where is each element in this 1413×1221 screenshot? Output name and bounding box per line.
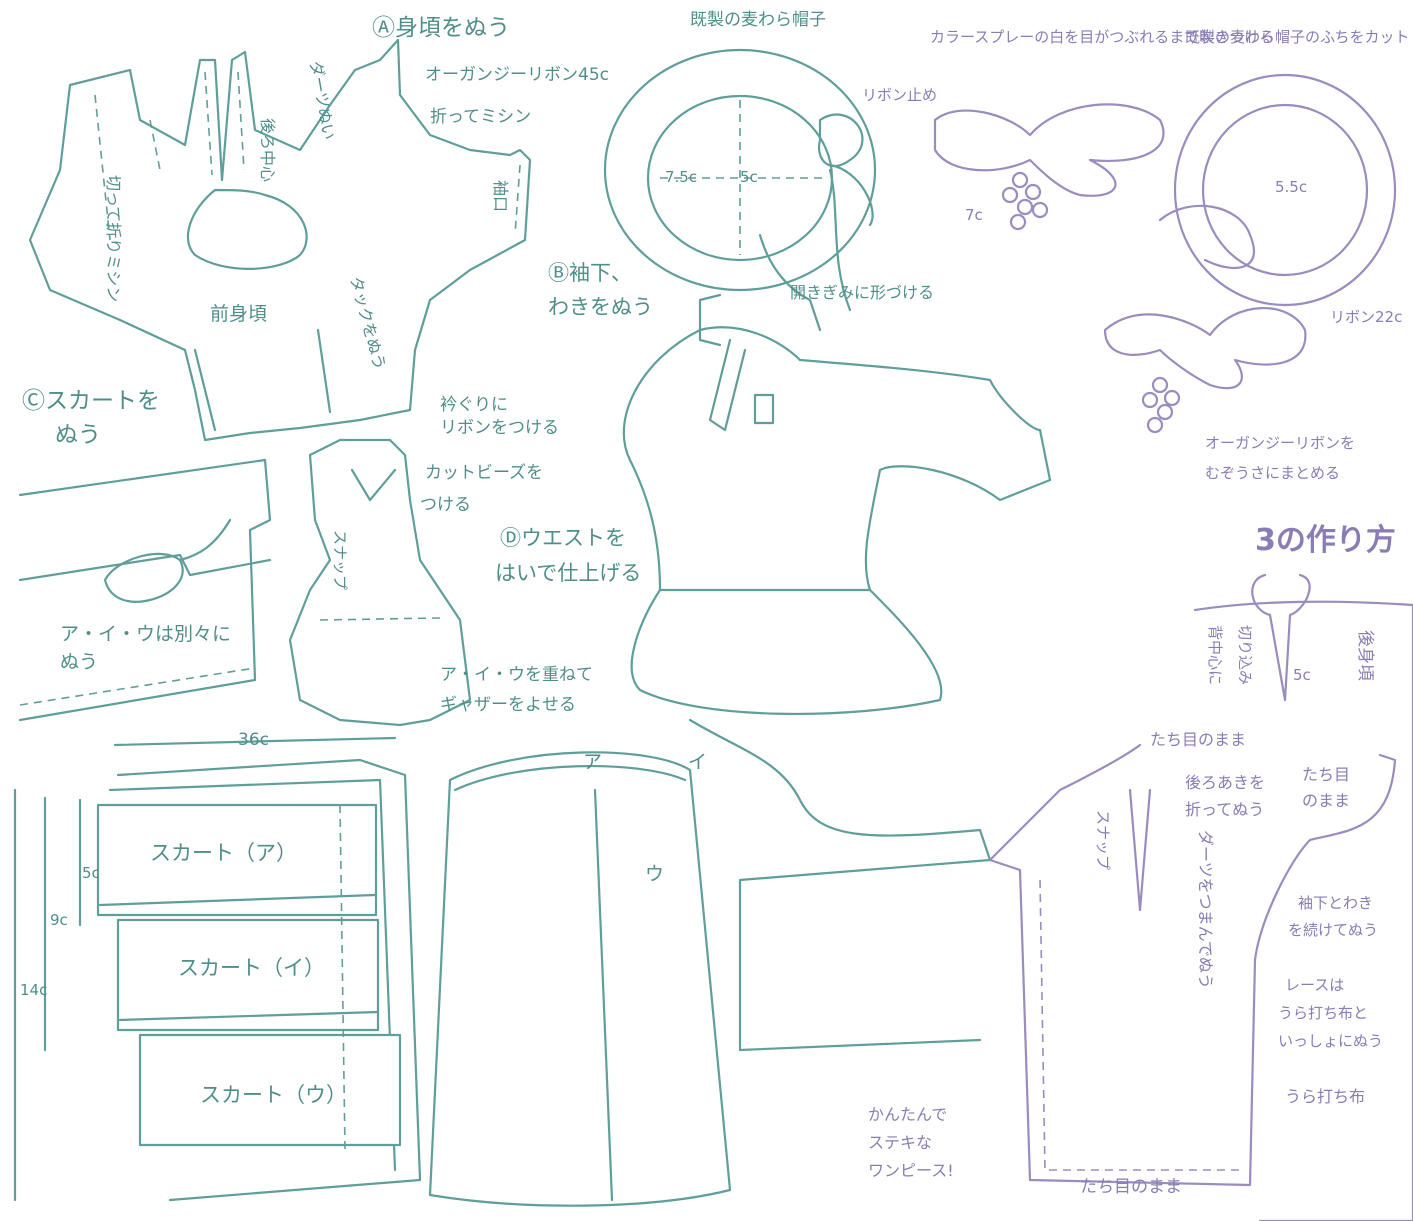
- back-cut-1: 背中心に: [1206, 625, 1224, 685]
- easy-dress-3: ワンピース!: [868, 1161, 954, 1180]
- skirt-h14: 14c: [20, 981, 47, 999]
- cuff-label: 袖口: [491, 180, 510, 212]
- doll-dress: [622, 326, 1052, 1052]
- cut-fold-label: 切って折りミシン: [104, 175, 123, 302]
- back-open-2: 折ってぬう: [1185, 800, 1264, 819]
- step-b-title-2: わきをぬう: [548, 295, 653, 319]
- skirt-width-36: 36c: [238, 730, 269, 750]
- organza-gather-2: むぞうさにまとめる: [1205, 464, 1340, 482]
- organza-gather-1: オーガンジーリボンを: [1205, 434, 1355, 452]
- raw-edge-2b: のまま: [1302, 791, 1350, 810]
- sew-separately-2: ぬう: [60, 651, 98, 673]
- snap-label-small: スナップ: [331, 530, 349, 590]
- ring-dim-55: 5.5c: [1275, 178, 1307, 196]
- back-body-label: 後身頃: [1355, 630, 1375, 681]
- mark-a: ア: [583, 751, 602, 773]
- step-a-title: Ⓐ身頃をぬう: [372, 15, 510, 41]
- hat-dim-75: 7.5c: [665, 168, 697, 186]
- raw-edge-3: たち目のまま: [1080, 1177, 1182, 1197]
- ribbon-22-label: リボン22c: [1330, 308, 1402, 326]
- back-open-1: 後ろあきを: [1185, 773, 1265, 792]
- skirt-part-i: スカート（イ）: [178, 956, 325, 980]
- hat-title: 既製の麦わら帽子: [690, 10, 826, 30]
- spray-note: カラースプレーの白を目がつぶれるまで吹きつける: [930, 28, 1274, 46]
- ribbon-stop-label: リボン止め: [862, 86, 937, 104]
- tuck-label: タックをぬう: [346, 274, 389, 372]
- lace-note-1: レースは: [1285, 976, 1344, 994]
- sleeve-side-1: 袖下とわき: [1298, 894, 1373, 912]
- collar-ribbon-2: リボンをつける: [440, 418, 559, 438]
- gather-note-2: ギャザーをよせる: [440, 695, 576, 715]
- hat-dim-5: 5c: [740, 168, 758, 186]
- lace-note-2: うら打ち布と: [1278, 1004, 1368, 1022]
- sew-separately-1: ア・イ・ウは別々に: [60, 623, 231, 645]
- skirt-layers: [96, 758, 422, 1202]
- corsage-bow: [933, 103, 1165, 231]
- back-center-label: 後ろ中心: [258, 118, 277, 182]
- collar-ribbon-1: 衿ぐりに: [440, 395, 508, 415]
- width-dimension-line: [113, 736, 397, 747]
- corsage-dim-7: 7c: [965, 206, 983, 224]
- gathered-skirt: [428, 751, 732, 1207]
- organza-bow: [1103, 307, 1307, 434]
- small-dress: [288, 438, 472, 727]
- step-d-title-1: Ⓓウエストを: [500, 526, 626, 550]
- back-cut-2: 切り込み: [1236, 625, 1254, 685]
- cut-beads-1: カットビーズを: [425, 463, 543, 483]
- step-b-title-1: Ⓑ袖下、: [548, 261, 632, 285]
- snap-label-back: スナップ: [1094, 810, 1112, 870]
- step-c-title-2: ぬう: [55, 422, 101, 448]
- hat-brim-ring: [1158, 73, 1397, 307]
- step3-title: 3の作り方: [1255, 523, 1396, 558]
- skirt-strip-sewing: [18, 458, 272, 722]
- raw-edge-1: たち目のまま: [1150, 730, 1246, 749]
- back-bodice-pattern: [988, 573, 1413, 1221]
- easy-dress-1: かんたんで: [868, 1105, 947, 1124]
- fold-stitch-label: 折ってミシン: [430, 107, 531, 127]
- skirt-h5: 5c: [82, 864, 100, 882]
- dart-pinch-note: ダーツをつまんでぬう: [1196, 830, 1215, 989]
- cut-dim-5: 5c: [1293, 666, 1311, 684]
- skirt-part-a: スカート（ア）: [150, 841, 297, 865]
- easy-dress-2: ステキな: [868, 1133, 932, 1152]
- skirt-h9: 9c: [50, 911, 68, 929]
- raw-edge-2a: たち目: [1302, 765, 1350, 784]
- step-c-title-1: Ⓒスカートを: [22, 388, 160, 414]
- front-bodice-label: 前身頃: [210, 303, 267, 325]
- straw-hat: [603, 48, 877, 332]
- mark-u: ウ: [645, 863, 664, 885]
- lining-label: うら打ち布: [1285, 1087, 1365, 1106]
- lace-note-3: いっしょにぬう: [1278, 1032, 1383, 1050]
- cut-beads-2: つける: [420, 495, 471, 515]
- bodice-pattern: [28, 38, 532, 442]
- hat-shape-note: 開きぎみに形づける: [790, 283, 934, 302]
- organza-ribbon-label: オーガンジーリボン45c: [425, 65, 609, 85]
- gather-note-1: ア・イ・ウを重ねて: [440, 665, 593, 685]
- step-d-title-2: はいで仕上げる: [495, 561, 641, 585]
- mark-i: イ: [688, 751, 707, 773]
- skirt-part-u: スカート（ウ）: [200, 1083, 347, 1107]
- height-dimension-lines: [13, 788, 82, 1202]
- cut-brim-note: 既製の麦わら帽子のふちをカット: [1185, 28, 1410, 46]
- sleeve-side-2: を続けてぬう: [1288, 921, 1378, 939]
